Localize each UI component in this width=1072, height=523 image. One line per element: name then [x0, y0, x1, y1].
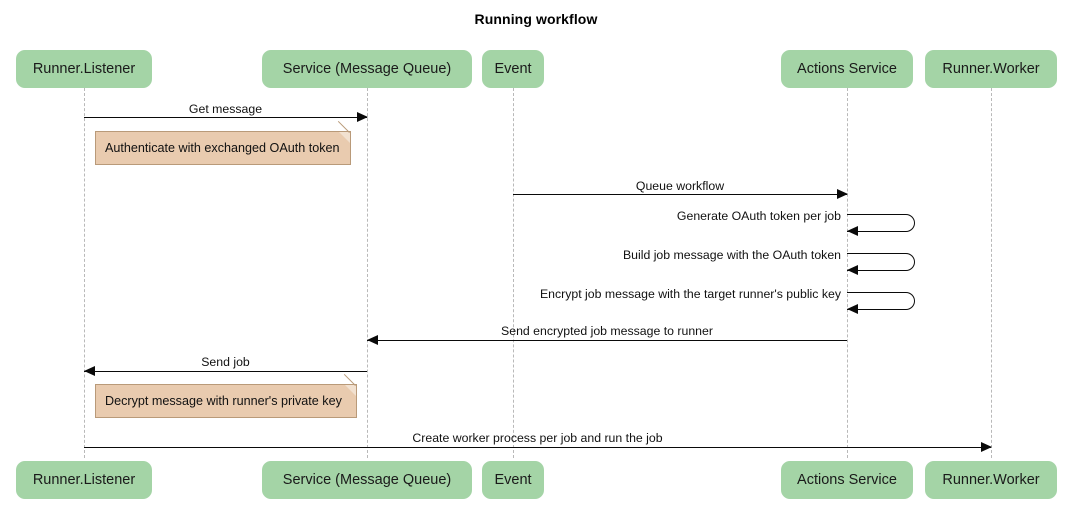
message-arrow-queue-workflow: [513, 194, 847, 195]
arrowhead-send-job: [84, 366, 95, 376]
arrowhead-get-message: [357, 112, 368, 122]
message-arrow-send-encrypted-job-message-to-runner: [367, 340, 847, 341]
note-fold-edge: [338, 120, 350, 133]
self-loop-build-job-message-with-the-oauth-token: [847, 253, 915, 271]
participant-runner-worker-bottom[interactable]: Runner.Worker: [925, 461, 1057, 499]
note-fold-icon-2: [345, 385, 356, 396]
note-decrypt: Decrypt message with runner's private ke…: [95, 373, 357, 418]
note-authenticate: Authenticate with exchanged OAuth token: [95, 120, 351, 165]
message-arrow-create-worker-process-per-job-and-run-the-job: [84, 447, 991, 448]
message-label-create-worker-process-per-job-and-run-the-job: Create worker process per job and run th…: [412, 431, 663, 445]
message-label-queue-workflow: Queue workflow: [635, 179, 725, 193]
message-arrow-send-job: [84, 371, 367, 372]
participant-runner-listener-bottom[interactable]: Runner.Listener: [16, 461, 152, 499]
arrowhead-build-job-message-with-the-oauth-token: [847, 265, 858, 275]
participant-actions-service-top[interactable]: Actions Service: [781, 50, 913, 88]
note-fold-edge-2: [344, 373, 356, 386]
message-arrow-get-message: [84, 117, 367, 118]
arrowhead-create-worker-process-per-job-and-run-the-job: [981, 442, 992, 452]
lifeline-service-message-queue: [367, 88, 368, 458]
participant-service-message-queue-bottom[interactable]: Service (Message Queue): [262, 461, 472, 499]
lifeline-runner-worker: [991, 88, 992, 458]
self-loop-generate-oauth-token-per-job: [847, 214, 915, 232]
message-label-get-message: Get message: [188, 102, 263, 116]
note-decrypt-label: Decrypt message with runner's private ke…: [105, 394, 342, 408]
self-loop-encrypt-job-message-with-the-target-runners-public-key: [847, 292, 915, 310]
participant-event-bottom[interactable]: Event: [482, 461, 544, 499]
participant-service-message-queue-top[interactable]: Service (Message Queue): [262, 50, 472, 88]
participant-runner-worker-top[interactable]: Runner.Worker: [925, 50, 1057, 88]
arrowhead-encrypt-job-message-with-the-target-runners-public-key: [847, 304, 858, 314]
message-label-build-job-message-with-the-oauth-token: Build job message with the OAuth token: [622, 248, 841, 262]
participant-runner-listener-top[interactable]: Runner.Listener: [16, 50, 152, 88]
arrowhead-generate-oauth-token-per-job: [847, 226, 858, 236]
message-label-send-job: Send job: [201, 355, 250, 369]
page-title: Running workflow: [474, 11, 598, 27]
note-authenticate-label: Authenticate with exchanged OAuth token: [105, 141, 340, 155]
lifeline-event: [513, 88, 514, 458]
arrowhead-send-encrypted-job-message-to-runner: [367, 335, 378, 345]
participant-actions-service-bottom[interactable]: Actions Service: [781, 461, 913, 499]
message-label-encrypt-job-message-with-the-target-runners-public-key: Encrypt job message with the target runn…: [539, 287, 841, 301]
note-fold-icon: [339, 132, 350, 143]
message-label-send-encrypted-job-message-to-runner: Send encrypted job message to runner: [501, 324, 713, 338]
participant-event-top[interactable]: Event: [482, 50, 544, 88]
message-label-generate-oauth-token-per-job: Generate OAuth token per job: [676, 209, 841, 223]
arrowhead-queue-workflow: [837, 189, 848, 199]
lifeline-runner-listener: [84, 88, 85, 458]
